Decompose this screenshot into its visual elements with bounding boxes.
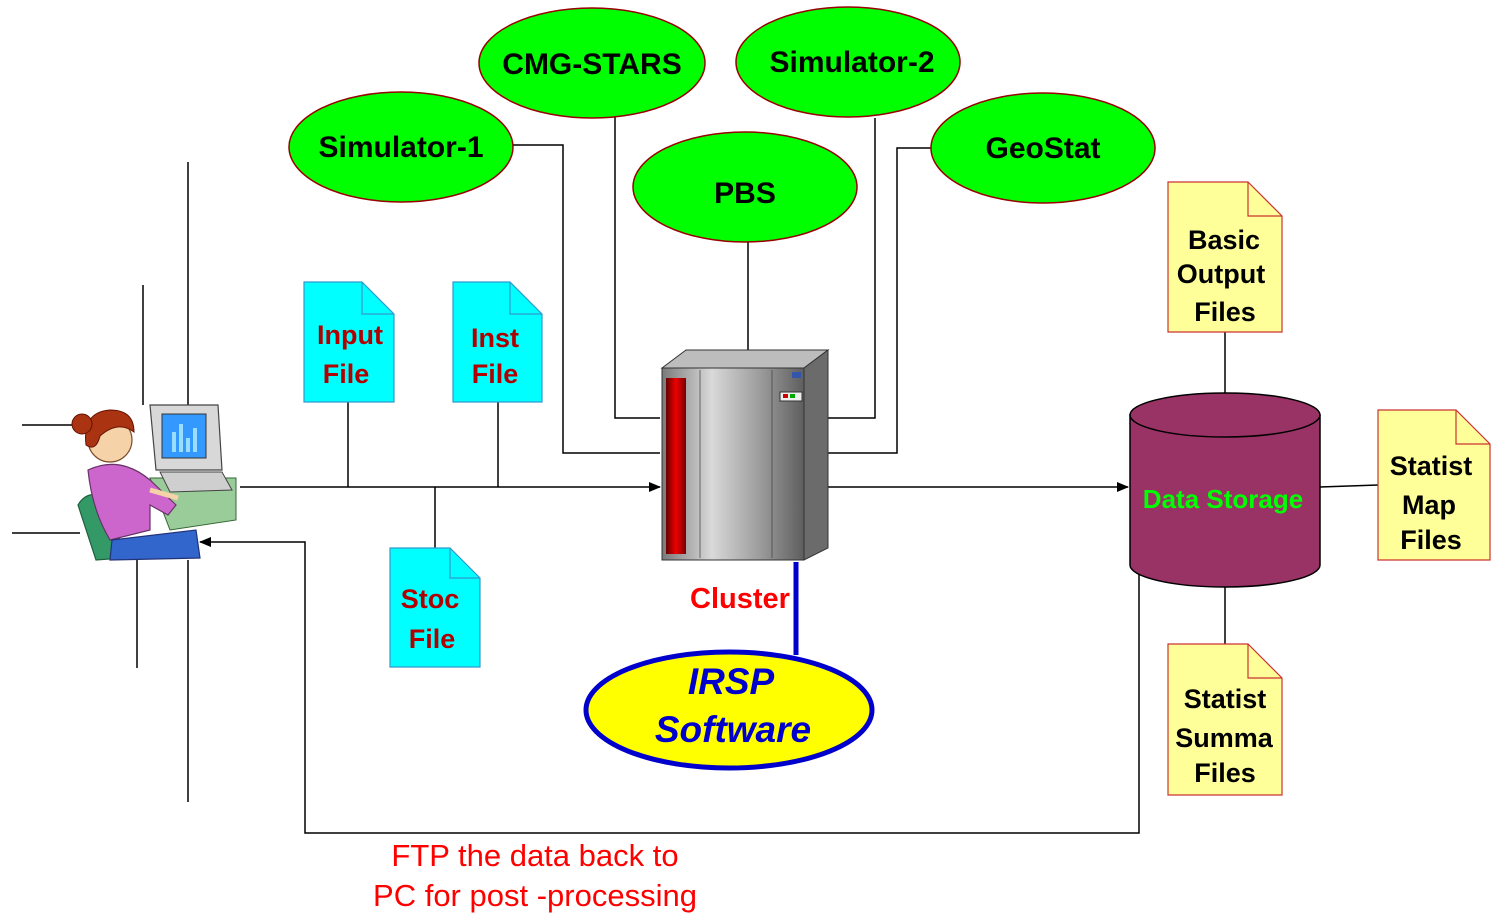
- inst-file-line2: File: [472, 359, 519, 389]
- user-at-computer-icon: [71, 404, 237, 561]
- basic-output-line3: Files: [1194, 297, 1256, 327]
- basic-output-line2: Output: [1177, 259, 1265, 289]
- doc-statist-map-files: Statist Map Files: [1377, 409, 1491, 561]
- doc-stoc-file: Stoc File: [389, 547, 481, 668]
- statist-map-line3: Files: [1400, 525, 1462, 555]
- storage-label: Data Storage: [1143, 484, 1303, 514]
- cmg-stars-label: CMG-STARS: [502, 48, 681, 81]
- server-cabinet-icon: [660, 349, 830, 561]
- ftp-caption-line1: FTP the data back to: [391, 838, 679, 873]
- ftp-caption-line2: PC for post -processing: [373, 878, 697, 913]
- ellipse-simulator2: Simulator-2: [735, 6, 961, 118]
- basic-output-line1: Basic: [1188, 225, 1260, 255]
- statist-summa-line2: Summa: [1175, 723, 1274, 753]
- cluster-label: Cluster: [690, 583, 790, 615]
- stoc-file-line1: Stoc: [401, 584, 460, 614]
- simulator1-label: Simulator-1: [318, 131, 483, 164]
- ellipse-simulator1: Simulator-1: [288, 91, 514, 203]
- doc-statist-summa-files: Statist Summa Files: [1167, 643, 1283, 796]
- stoc-file-line2: File: [409, 624, 456, 654]
- statist-map-line1: Statist: [1390, 451, 1473, 481]
- software-line2: Software: [655, 709, 811, 750]
- simulator2-label: Simulator-2: [769, 46, 934, 79]
- geostat-label: GeoStat: [985, 132, 1100, 165]
- software-line1: IRSP: [688, 661, 775, 702]
- ellipse-geostat: GeoStat: [930, 92, 1156, 204]
- ftp-return-arrow: [199, 537, 1140, 834]
- ellipse-cmg-stars: CMG-STARS: [478, 7, 706, 119]
- statist-map-line2: Map: [1402, 490, 1456, 520]
- doc-inst-file: Inst File: [452, 281, 543, 403]
- statist-summa-line1: Statist: [1184, 684, 1267, 714]
- ellipse-pbs: PBS: [632, 131, 858, 243]
- data-storage-cylinder: Data Storage: [1129, 392, 1321, 588]
- input-file-line2: File: [323, 359, 370, 389]
- ftp-caption: FTP the data back to PC for post -proces…: [330, 836, 740, 916]
- ellipse-irsp-software: IRSP Software: [583, 649, 875, 771]
- statist-summa-line3: Files: [1194, 758, 1256, 788]
- user-guide-lines: [12, 162, 189, 802]
- input-file-line1: Input: [317, 320, 383, 350]
- pbs-label: PBS: [714, 177, 776, 210]
- inst-file-line1: Inst: [471, 323, 519, 353]
- doc-basic-output-files: Basic Output Files: [1167, 181, 1283, 333]
- connectors: [199, 110, 1379, 834]
- doc-input-file: Input File: [303, 281, 395, 403]
